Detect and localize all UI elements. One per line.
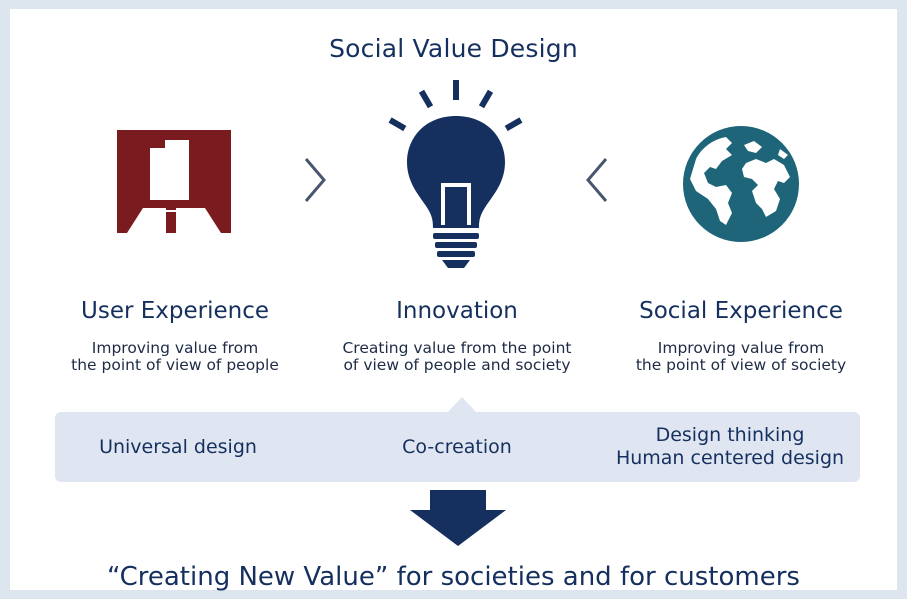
diagram-title: Social Value Design	[329, 34, 578, 63]
user-experience-description: Improving value from the point of view o…	[25, 340, 325, 374]
band-line: Human centered design	[615, 447, 845, 469]
band-item-universal-design: Universal design	[99, 436, 257, 458]
globe-icon	[683, 126, 799, 242]
band-line: Design thinking	[655, 424, 805, 446]
chevron-right-icon	[304, 158, 326, 202]
user-experience-heading: User Experience	[81, 298, 269, 324]
innovation-description: Creating value from the point of view of…	[307, 340, 607, 374]
desc-line: Improving value from	[657, 339, 825, 357]
lightbulb-icon	[388, 80, 523, 268]
band-item-design-thinking: Design thinking Human centered design	[610, 424, 850, 470]
desc-line: the point of view of people	[71, 356, 279, 374]
social-experience-description: Improving value from the point of view o…	[591, 340, 891, 374]
desc-line: Improving value from	[91, 339, 259, 357]
down-arrow-icon	[410, 490, 506, 546]
band-item-co-creation: Co-creation	[402, 436, 512, 458]
social-experience-heading: Social Experience	[639, 298, 843, 324]
chevron-left-icon	[586, 158, 608, 202]
desc-line: of view of people and society	[343, 356, 571, 374]
conclusion-text: “Creating New Value” for societies and f…	[107, 562, 800, 592]
methods-band	[55, 412, 860, 482]
band-pointer	[447, 397, 477, 413]
building-icon	[117, 130, 231, 233]
innovation-heading: Innovation	[396, 298, 518, 324]
desc-line: the point of view of society	[635, 356, 847, 374]
desc-line: Creating value from the point	[342, 339, 572, 357]
